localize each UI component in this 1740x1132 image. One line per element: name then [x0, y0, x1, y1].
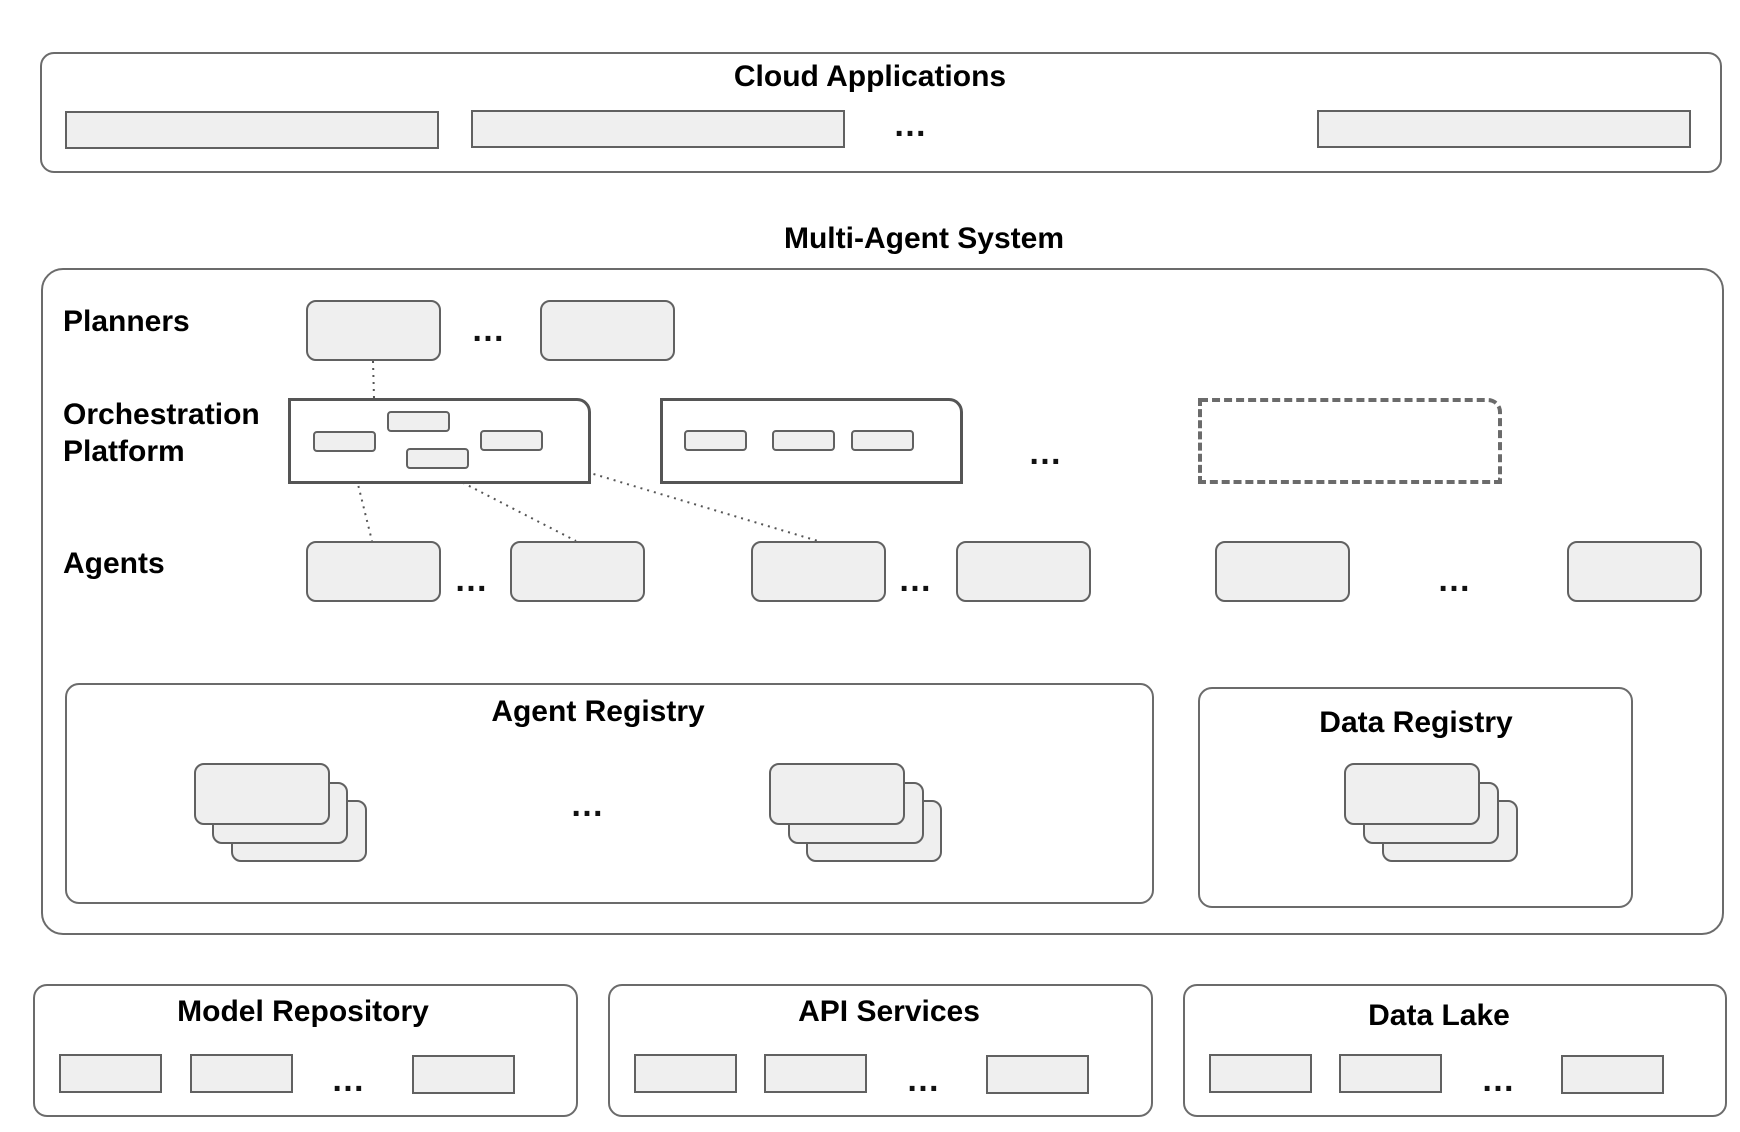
- cloud-app-box: [1317, 110, 1691, 148]
- data-lake-box: [1561, 1055, 1664, 1094]
- registry-card: [769, 763, 905, 825]
- agent-node: [956, 541, 1091, 602]
- agent-node: [510, 541, 645, 602]
- model-repository-title: Model Repository: [177, 995, 429, 1028]
- model-box: [412, 1055, 515, 1094]
- cloud-apps-ellipsis: …: [893, 106, 931, 144]
- model-repository-panel: [33, 984, 578, 1117]
- agent-registry-title: Agent Registry: [491, 695, 705, 728]
- model-box: [59, 1054, 162, 1093]
- planners-ellipsis: …: [471, 311, 509, 349]
- data-lake-title: Data Lake: [1368, 999, 1510, 1032]
- planners-label: Planners: [63, 305, 190, 338]
- agent-node: [1215, 541, 1350, 602]
- api-box: [634, 1054, 737, 1093]
- agents-label: Agents: [63, 547, 165, 580]
- data-registry-title: Data Registry: [1319, 706, 1513, 739]
- agent-node: [1567, 541, 1702, 602]
- cloud-applications-title: Cloud Applications: [733, 60, 1007, 93]
- cloud-app-box: [471, 110, 845, 148]
- orchestration-ellipsis: …: [1028, 434, 1066, 472]
- model-repository-ellipsis: …: [331, 1061, 369, 1099]
- orchestration-component: [851, 430, 914, 451]
- cloud-app-box: [65, 111, 439, 149]
- api-services-panel: [608, 984, 1153, 1117]
- agents-ellipsis: …: [1437, 561, 1475, 599]
- orchestration-component: [313, 431, 376, 452]
- api-services-ellipsis: …: [906, 1061, 944, 1099]
- orchestration-platform-label: Orchestration Platform: [63, 398, 260, 468]
- agents-ellipsis: …: [898, 561, 936, 599]
- orchestration-component: [406, 448, 469, 469]
- data-lake-box: [1339, 1054, 1442, 1093]
- orchestration-platform-placeholder: [1198, 398, 1502, 484]
- data-lake-panel: [1183, 984, 1727, 1117]
- orchestration-component: [387, 411, 450, 432]
- agent-node: [306, 541, 441, 602]
- multi-agent-system-title: Multi-Agent System: [783, 222, 1065, 255]
- data-lake-box: [1209, 1054, 1312, 1093]
- agent-node: [751, 541, 886, 602]
- orchestration-component: [684, 430, 747, 451]
- api-box: [986, 1055, 1089, 1094]
- model-box: [190, 1054, 293, 1093]
- api-services-title: API Services: [798, 995, 980, 1028]
- orchestration-component: [772, 430, 835, 451]
- registry-card: [194, 763, 330, 825]
- agents-ellipsis: …: [454, 561, 492, 599]
- planner-node: [306, 300, 441, 361]
- data-lake-ellipsis: …: [1481, 1061, 1519, 1099]
- agent-registry-ellipsis: …: [570, 786, 608, 824]
- api-box: [764, 1054, 867, 1093]
- planner-node: [540, 300, 675, 361]
- orchestration-component: [480, 430, 543, 451]
- registry-card: [1344, 763, 1480, 825]
